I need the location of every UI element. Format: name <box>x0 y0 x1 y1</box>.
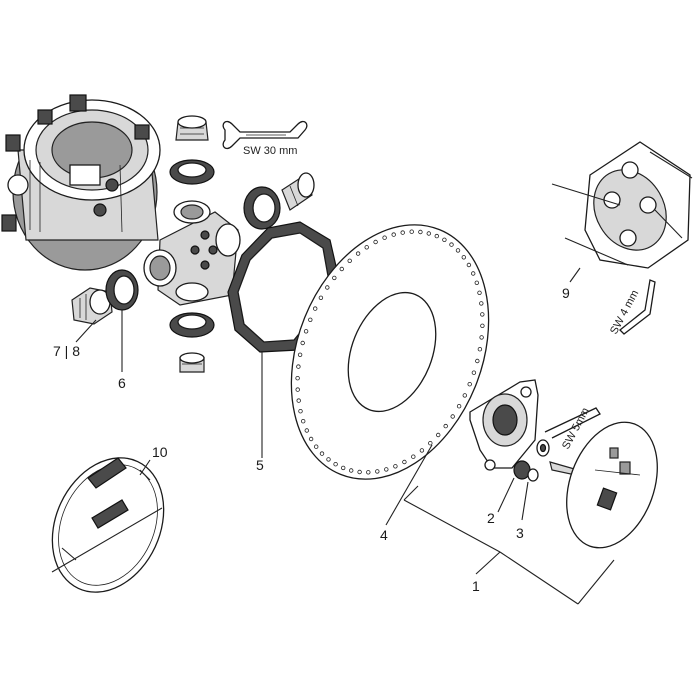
bolt-hole <box>325 285 330 290</box>
bolt-hole <box>384 467 389 472</box>
wrench-size-label: SW 30 mm <box>243 145 297 157</box>
label-part-9: 9 <box>562 285 570 301</box>
bolt-hole <box>462 393 467 398</box>
leader-lines <box>75 267 615 605</box>
bottom-nipple <box>179 352 205 373</box>
seal-ring-6 <box>105 269 139 311</box>
bolt-hole <box>332 275 337 281</box>
bolt-hole <box>296 364 301 369</box>
bolt-hole <box>455 248 461 253</box>
bolt-hole <box>443 423 448 429</box>
bolt-hole <box>303 329 309 334</box>
bolt-hole <box>357 469 362 475</box>
bolt-hole <box>418 229 423 235</box>
bolt-hole <box>339 266 344 272</box>
bolt-hole-ring <box>295 229 485 475</box>
bolt-hole <box>450 414 455 419</box>
bolt-hole <box>475 358 480 364</box>
bolt-hole <box>355 251 361 256</box>
bolt-hole <box>314 444 319 449</box>
bolt-hole <box>326 457 331 462</box>
allen-key-5-icon <box>544 407 601 439</box>
valve-mount-bracket <box>469 379 539 471</box>
valve-body <box>143 200 241 306</box>
right-nipple <box>281 172 315 211</box>
mounting-box <box>1 94 161 271</box>
bolt-hole <box>419 448 425 453</box>
bolt-hole <box>411 454 416 459</box>
cover-plate-4 <box>290 224 490 480</box>
bolt-hole <box>479 335 484 340</box>
label-part-7-8: 7 | 8 <box>53 343 80 359</box>
bolt-hole <box>434 233 439 239</box>
label-part-4: 4 <box>380 527 388 543</box>
plaster-guard-9 <box>551 141 693 269</box>
bolt-hole <box>375 469 380 474</box>
finish-plate <box>566 421 658 549</box>
right-seal-ring <box>243 186 281 230</box>
bolt-hole <box>391 232 396 237</box>
top-seal-ring <box>169 159 215 185</box>
bolt-hole <box>364 245 369 250</box>
connector-nut-7-8 <box>71 287 113 325</box>
bolt-hole <box>471 271 476 276</box>
bolt-hole <box>471 370 477 375</box>
bolt-hole <box>477 290 482 295</box>
bolt-hole <box>296 398 301 403</box>
bolt-hole <box>477 347 483 352</box>
bolt-hole <box>426 231 431 236</box>
top-nipple <box>175 115 209 141</box>
bolt-hole <box>428 441 433 446</box>
bolt-hole <box>474 280 479 285</box>
bolt-hole <box>382 235 387 240</box>
bolt-hole <box>480 312 485 317</box>
bolt-hole <box>461 255 466 260</box>
bolt-hole <box>467 382 472 387</box>
bolt-hole <box>298 409 303 414</box>
bolt-hole <box>373 239 378 245</box>
bolt-hole <box>449 242 454 247</box>
bolt-hole <box>301 419 306 424</box>
label-part-5: 5 <box>256 457 264 473</box>
bolt-hole <box>366 470 371 475</box>
label-part-1: 1 <box>472 578 480 594</box>
wrench-icon <box>222 120 308 150</box>
bolt-hole <box>480 323 485 328</box>
spindle-part-3 <box>527 468 539 482</box>
bolt-hole <box>313 306 318 311</box>
bolt-hole <box>479 301 484 306</box>
bolt-hole <box>456 404 462 409</box>
label-part-10: 10 <box>152 444 168 460</box>
installation-frame-10 <box>51 457 165 593</box>
label-part-3: 3 <box>516 525 524 541</box>
bolt-hole <box>295 387 300 392</box>
bolt-hole <box>341 465 346 471</box>
bolt-hole <box>295 376 300 381</box>
label-part-6: 6 <box>118 375 126 391</box>
bolt-hole <box>436 432 441 438</box>
bolt-hole <box>319 451 325 456</box>
bolt-hole <box>300 340 305 346</box>
bolt-hole <box>308 317 313 322</box>
bolt-hole <box>442 237 447 242</box>
bolt-hole <box>393 464 398 469</box>
bottom-seal-ring <box>169 312 215 338</box>
bolt-hole <box>304 428 309 433</box>
washer <box>536 439 550 457</box>
bolt-hole <box>308 436 314 442</box>
bolt-hole <box>318 295 324 300</box>
bolt-hole <box>347 258 352 263</box>
bolt-hole <box>349 468 354 473</box>
allen-key-4-icon <box>619 279 656 335</box>
bolt-hole <box>466 262 472 268</box>
bolt-hole <box>409 229 414 234</box>
label-part-2: 2 <box>487 510 495 526</box>
bolt-hole <box>400 230 405 235</box>
bolt-hole <box>402 459 407 465</box>
bolt-hole <box>297 352 303 357</box>
bolt-hole <box>333 462 338 467</box>
